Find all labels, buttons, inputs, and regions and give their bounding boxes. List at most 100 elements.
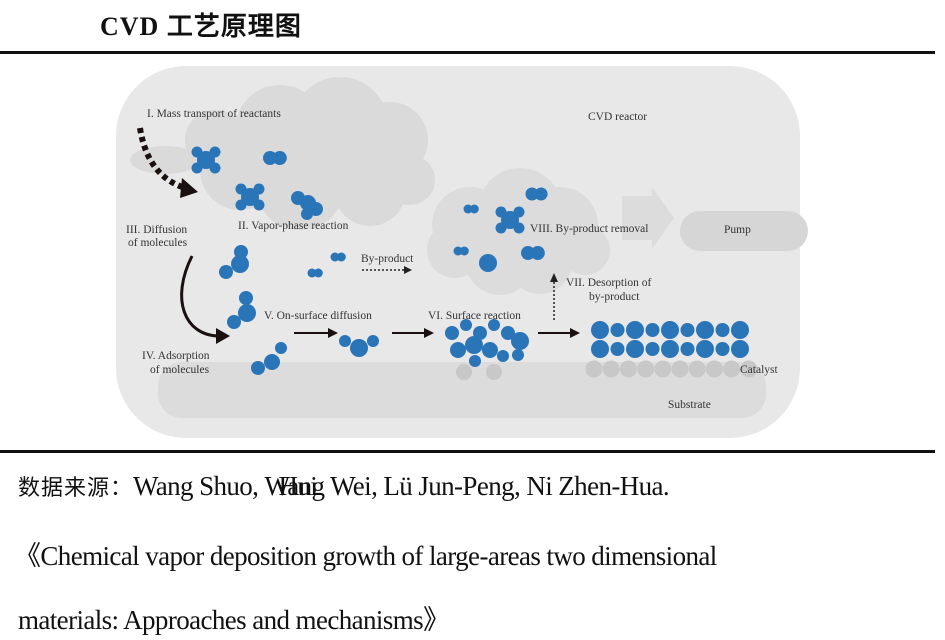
pump [680,211,808,251]
step-removal: VIII. By-product removal [530,223,648,235]
molecule-atom [511,332,529,350]
surface-reaction-arrowhead-2 [570,328,580,338]
step-diffusion-2: of molecules [128,237,188,249]
source-authors-part1: Wang Shuo, [133,471,265,501]
molecule-atom [253,183,265,195]
molecule-atom [459,246,469,256]
film-atom [680,323,695,337]
diffusion-arrow [180,255,219,338]
on-surface-arrowhead [328,328,338,338]
molecule-atom [350,339,368,357]
source-authors-overlap-a: Wang Wei, Lü [264,471,413,501]
molecule-atom [479,254,497,272]
step-surface-reaction: VI. Surface reaction [428,310,521,322]
catalyst-atom [671,360,689,378]
film-atom [591,321,609,339]
molecule-atom [197,151,215,169]
molecule-atom [501,326,515,340]
molecule-atom [330,252,340,262]
molecule-atom [367,335,379,347]
mass-transport-arrow [137,127,187,191]
molecule-atom [488,319,500,331]
desorption-arrowhead [550,273,558,282]
film-atom [731,321,749,339]
molecule-atom [513,222,525,234]
molecule-atom [501,211,519,229]
film-atom [680,342,695,356]
molecule-atom [469,204,479,214]
molecule-atom [453,246,463,256]
surface-reaction-arrowhead-1 [424,328,434,338]
molecule-atom [445,326,459,340]
film-atom [591,340,609,358]
molecule-atom [251,361,265,375]
molecule-atom [235,183,247,195]
catalyst-atoms [456,360,758,380]
molecule-atom [450,342,466,358]
molecule-atom [209,146,221,158]
catalyst-atom [456,364,472,380]
film-atom [645,342,660,356]
molecule-atom [512,349,524,361]
molecule-atom [301,208,313,220]
film-atom [696,321,714,339]
film-atom [715,323,730,337]
catalyst-atom [688,360,706,378]
source-title-line1: 《Chemical vapor deposition growth of lar… [14,541,717,571]
step-adsorption-2: of molecules [150,364,210,376]
diffusion-arrowhead [216,328,230,344]
film-atom [661,340,679,358]
film-atom [661,321,679,339]
molecule-atom [263,151,277,165]
reactor-label: CVD reactor [588,111,647,123]
molecule-atom [191,146,203,158]
step-desorption-1: VII. Desorption of [566,277,651,289]
catalyst-atom [637,360,655,378]
source-label: 数据来源： [18,476,134,501]
molecule-atom [227,315,241,329]
molecule-atom [219,265,233,279]
pump-label: Pump [724,224,751,236]
molecule-atom [209,162,221,174]
molecule-atom [497,350,509,362]
step-desorption-2: by-product [589,291,640,303]
source-authors-part2: Jun-Peng, Ni Zhen-Hua. [412,471,670,501]
molecule-atom [253,199,265,211]
molecule-atom [238,304,256,322]
film-atom [626,321,644,339]
byproduct-label: By-product [361,253,414,265]
catalyst-atom [585,360,603,378]
mass-transport-arrowhead [180,178,198,198]
catalyst-atom [486,364,502,380]
source-authors-overlap-b: Hui [278,471,318,501]
molecule-atom [534,187,548,201]
film-atom [696,340,714,358]
molecule-atom [241,188,259,206]
molecule-atom [463,204,473,214]
top-divider [0,51,935,54]
substrate-label: Substrate [668,399,711,411]
page-title: CVD 工艺原理图 [100,12,302,41]
molecule-atom [313,268,323,278]
molecule-atom [231,255,249,273]
step-diffusion-1: III. Diffusion [126,224,187,236]
molecule-atom [525,187,539,201]
molecules [191,146,749,375]
catalyst-atom [705,360,723,378]
film-atom [610,323,625,337]
molecule-atom [235,199,247,211]
removal-arrow [622,187,674,249]
molecule-atom [275,342,287,354]
film-atom [610,342,625,356]
film-atom [626,340,644,358]
catalyst-label: Catalyst [740,364,778,376]
step-vapor-phase: II. Vapor-phase reaction [238,220,349,232]
molecule-atom [495,206,507,218]
molecule-atom [191,162,203,174]
molecule-atom [460,319,472,331]
molecule-atom [339,335,351,347]
source-title-line2: materials: Approaches and mechanisms》 [18,605,450,635]
bottom-divider [0,450,935,453]
